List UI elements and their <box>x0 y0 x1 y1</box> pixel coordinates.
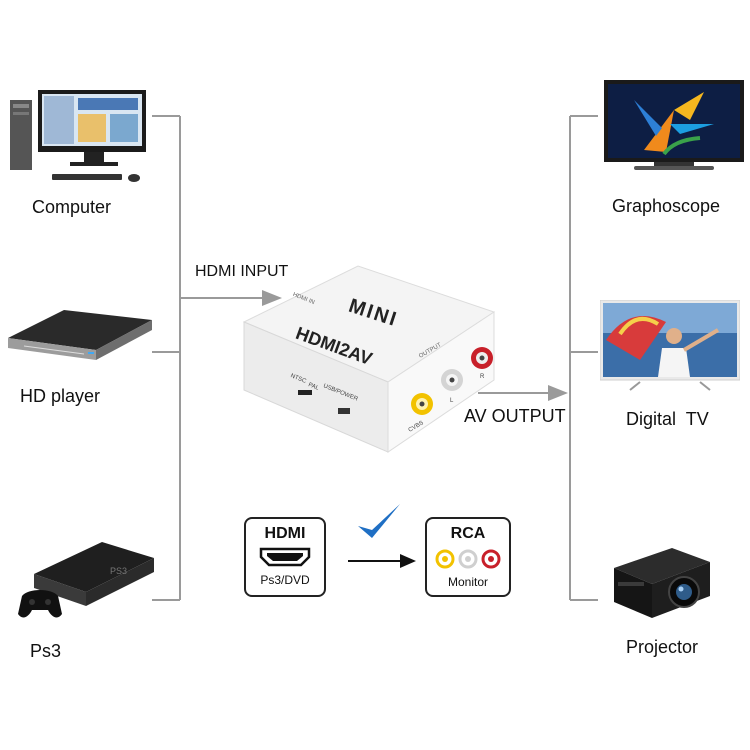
hdmi-legend-box: HDMI Ps3/DVD <box>244 517 326 597</box>
computer-illustration <box>8 88 154 188</box>
ps3-illustration: PS3 <box>14 534 156 624</box>
projector-illustration <box>608 540 714 624</box>
hdmi-port-icon <box>259 547 311 567</box>
rca-jack-red <box>471 347 493 369</box>
source-label-computer: Computer <box>32 197 112 217</box>
hd-player-illustration <box>4 306 154 370</box>
hdmi-legend-title: HDMI <box>264 525 306 542</box>
rca-legend-box: RCA Monitor <box>425 517 511 597</box>
graphoscope-illustration <box>604 80 744 176</box>
rca-jack-white <box>441 369 463 391</box>
device-r-label: R <box>480 374 485 380</box>
source-label-ps3: Ps3 <box>30 641 62 661</box>
output-label-projector: Projector <box>626 637 699 657</box>
output-label-digital-tv: Digital TV <box>626 409 709 429</box>
hdmi-input-label: HDMI INPUT <box>195 263 289 280</box>
rca-legend-sub: Monitor <box>447 575 488 589</box>
digital-tv-illustration <box>600 300 740 392</box>
device-l-label: L <box>450 398 454 404</box>
rca-jack-yellow <box>411 393 433 415</box>
output-label-graphoscope: Graphoscope <box>612 196 721 216</box>
checkmark-icon <box>358 504 400 538</box>
av-output-label: AV OUTPUT <box>464 406 566 426</box>
svg-text:PS3: PS3 <box>110 566 127 576</box>
rca-legend-title: RCA <box>450 525 486 542</box>
hdmi-legend-sub: Ps3/DVD <box>260 573 310 587</box>
hdmi2av-converter: MINI HDMI2AV HDMI IN OUTPUT NTSC PAL USB… <box>238 262 500 457</box>
source-label-hd-player: HD player <box>20 386 101 406</box>
rca-connectors-icon <box>435 549 501 569</box>
convert-arrow-icon <box>348 554 416 568</box>
